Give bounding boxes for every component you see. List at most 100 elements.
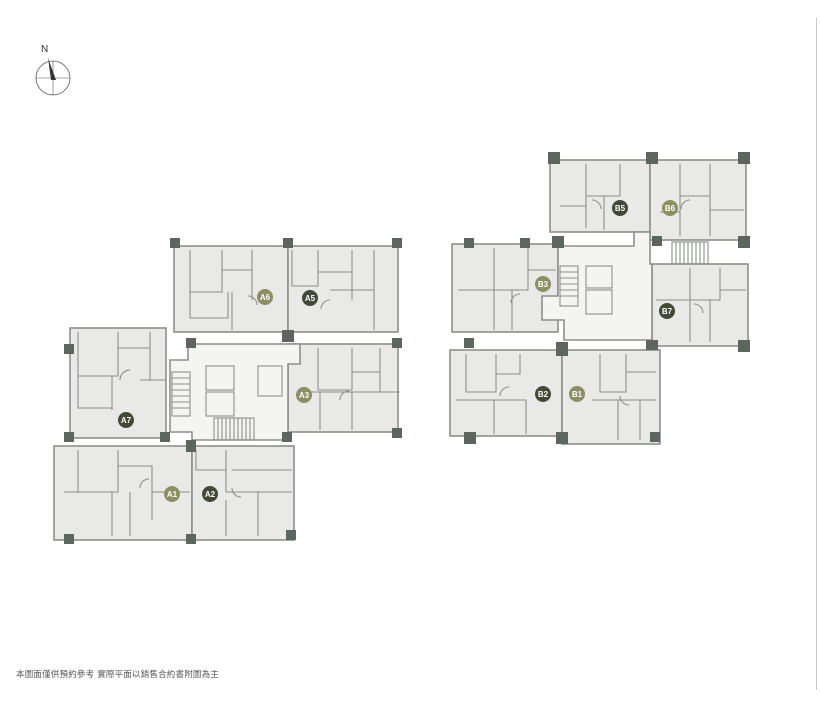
partition: [300, 348, 400, 430]
building-b: B1 B2 B3 B5 B6 B7: [449, 152, 750, 445]
column: [520, 238, 530, 248]
unit-label: B6: [665, 204, 676, 213]
column: [556, 432, 568, 444]
compass: N: [35, 44, 71, 96]
unit-label: A2: [205, 490, 216, 499]
unit-label: B1: [572, 390, 583, 399]
unit-badge-a1[interactable]: A1: [164, 486, 180, 502]
partition: [77, 332, 166, 410]
unit-badge-a3[interactable]: A3: [296, 387, 312, 403]
column: [392, 238, 402, 248]
elevator-core: [585, 265, 613, 289]
badge-circle: [118, 412, 134, 428]
right-margin-rule: [816, 18, 817, 690]
badge-circle: [569, 386, 585, 402]
column: [392, 338, 402, 348]
unit-badge-b6[interactable]: B6: [662, 200, 678, 216]
column: [186, 534, 196, 544]
column: [738, 236, 750, 248]
stair-core: [171, 371, 191, 417]
disclaimer-text: 本圖面僅供預約參考 實際平面以銷售合約書附圖為主: [16, 670, 220, 680]
unit-badge-b3[interactable]: B3: [535, 276, 551, 292]
column: [64, 432, 74, 442]
column: [464, 432, 476, 444]
partition: [656, 268, 746, 342]
badge-circle: [535, 386, 551, 402]
stair-core: [559, 265, 579, 307]
unit-label: A3: [299, 391, 310, 400]
unit-badge-a6[interactable]: A6: [257, 289, 273, 305]
unit-badge-b2[interactable]: B2: [535, 386, 551, 402]
partition: [592, 354, 656, 440]
stair-treads: [675, 242, 705, 264]
column: [170, 238, 180, 248]
partition: [189, 250, 253, 330]
column: [286, 530, 296, 540]
column: [650, 432, 660, 442]
column: [186, 440, 196, 452]
compass-needle-icon: [48, 58, 56, 80]
unit-label: A7: [121, 416, 132, 425]
elevator-core: [257, 365, 283, 397]
partition: [560, 164, 621, 230]
partition: [291, 250, 375, 330]
unit-badge-a2[interactable]: A2: [202, 486, 218, 502]
column: [186, 338, 196, 348]
column: [282, 330, 294, 342]
badge-circle: [659, 303, 675, 319]
badge-circle: [164, 486, 180, 502]
elevator-core: [205, 391, 235, 417]
stair-treads: [172, 377, 190, 409]
room-block: [649, 159, 747, 241]
elevator-core: [585, 289, 613, 315]
unit-badge-b7[interactable]: B7: [659, 303, 675, 319]
stair-core: [671, 241, 709, 265]
badge-circle: [302, 290, 318, 306]
unit-label: A1: [167, 490, 178, 499]
door-swing: [119, 295, 350, 498]
column: [652, 236, 662, 246]
room-block: [287, 245, 399, 333]
column: [738, 340, 750, 352]
column: [552, 236, 564, 248]
elevator-core: [205, 365, 235, 391]
column: [282, 432, 292, 442]
stair-treads: [217, 418, 251, 440]
column: [283, 238, 293, 248]
column: [464, 338, 474, 348]
unit-label: B2: [538, 390, 549, 399]
unit-badge-a5[interactable]: A5: [302, 290, 318, 306]
partition: [458, 248, 556, 330]
badge-circle: [662, 200, 678, 216]
partition: [64, 450, 190, 536]
compass-north-label: N: [41, 44, 48, 55]
column: [738, 152, 750, 164]
partition: [195, 450, 292, 536]
column: [646, 340, 658, 350]
partition: [456, 354, 527, 434]
badge-circle: [535, 276, 551, 292]
column: [64, 534, 74, 544]
unit-badge-b1[interactable]: B1: [569, 386, 585, 402]
badge-circle: [257, 289, 273, 305]
column: [160, 432, 170, 442]
column: [64, 344, 74, 354]
unit-label: B7: [662, 307, 673, 316]
badge-circle: [612, 200, 628, 216]
unit-label: A6: [260, 293, 271, 302]
badge-circle: [202, 486, 218, 502]
room-block: [173, 245, 289, 333]
unit-label: A5: [305, 294, 316, 303]
partition: [660, 164, 744, 236]
column: [646, 152, 658, 164]
unit-label: B3: [538, 280, 549, 289]
unit-badge-b5[interactable]: B5: [612, 200, 628, 216]
column: [548, 152, 560, 164]
column: [556, 342, 568, 356]
stair-treads: [560, 271, 578, 297]
door-swing: [499, 199, 704, 406]
unit-badge-a7[interactable]: A7: [118, 412, 134, 428]
badge-circle: [296, 387, 312, 403]
unit-label: B5: [615, 204, 626, 213]
